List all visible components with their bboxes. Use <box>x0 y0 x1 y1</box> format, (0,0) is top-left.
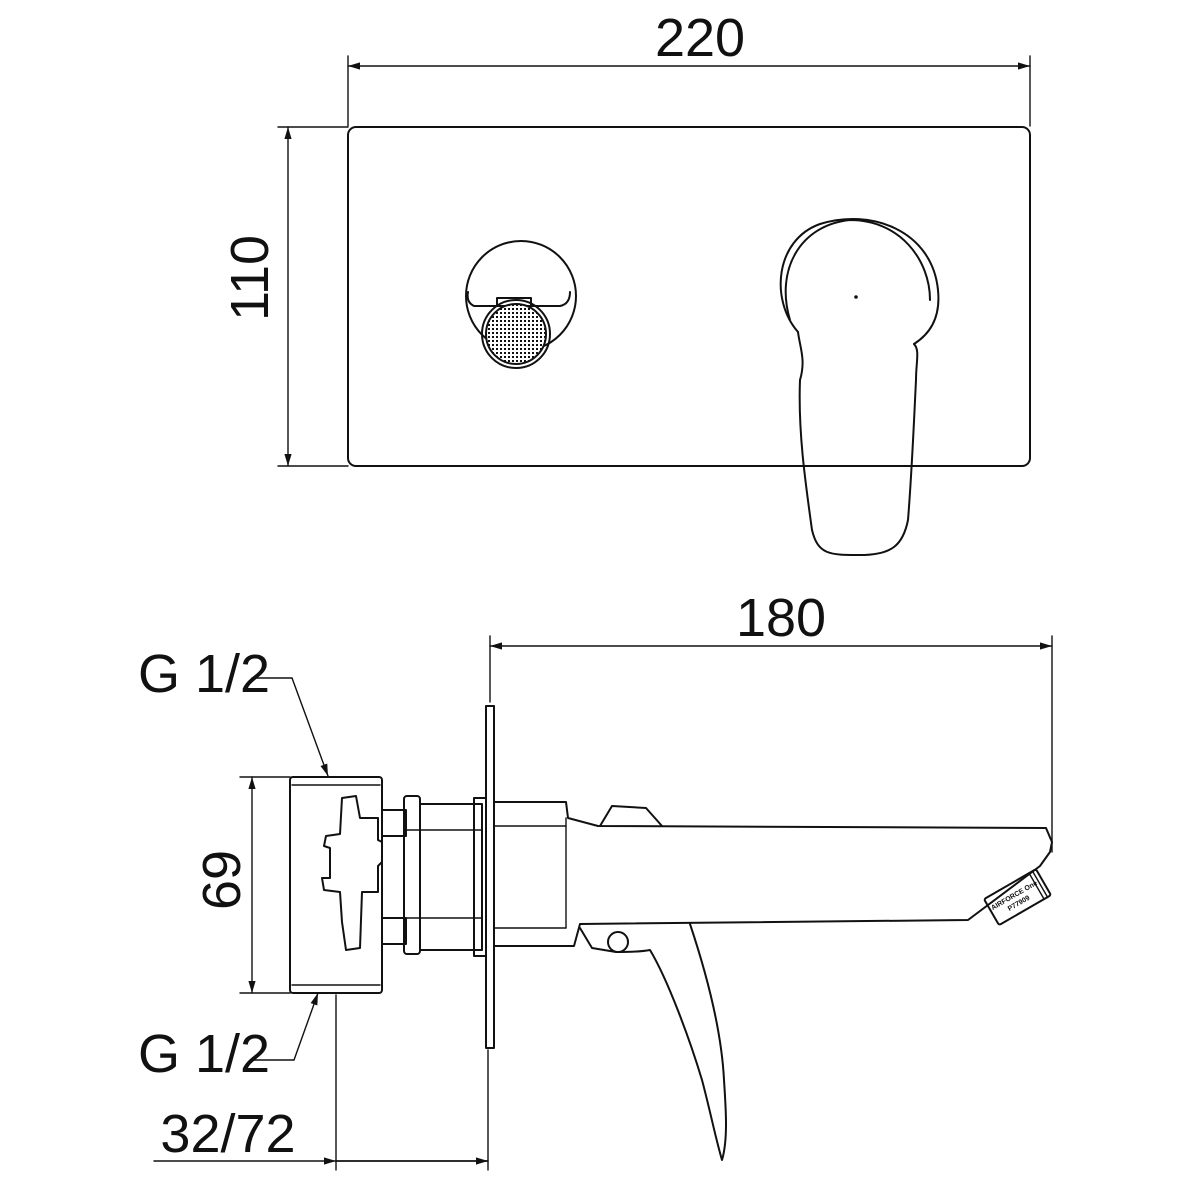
depth-label: 32/72 <box>160 1104 295 1164</box>
mixer-handle-front <box>779 217 940 556</box>
depth-dimension: 32/72 <box>153 994 489 1171</box>
body-height-label: 69 <box>192 850 252 910</box>
inlet-bottom-callout: G 1/2 <box>138 992 319 1084</box>
spout-side: AIRFORCE One P77909 <box>493 801 1053 947</box>
front-height-label: 110 <box>220 235 280 321</box>
projection-label: 180 <box>736 588 826 648</box>
mixer-lever-side <box>579 805 727 1161</box>
front-width-dimension: 220 <box>347 8 1031 127</box>
inlet-bottom-label: G 1/2 <box>138 1024 270 1084</box>
wall-plate-edge <box>485 705 495 1049</box>
aerator-side: AIRFORCE One P77909 <box>983 868 1052 926</box>
inlet-top-label: G 1/2 <box>138 644 270 704</box>
projection-dimension: 180 <box>489 588 1053 853</box>
inlet-top-callout: G 1/2 <box>138 644 329 777</box>
body-height-dimension: 69 <box>192 776 291 994</box>
front-height-dimension: 110 <box>220 126 349 467</box>
side-view: 180 69 G 1/2 G 1/2 32/72 <box>138 588 1053 1171</box>
front-view: 220 110 <box>220 8 1031 556</box>
concealed-body <box>289 776 487 994</box>
cover-plate <box>347 126 1031 467</box>
spout-outlet <box>465 240 577 369</box>
aerator-mesh <box>485 303 547 365</box>
front-width-label: 220 <box>655 8 745 68</box>
